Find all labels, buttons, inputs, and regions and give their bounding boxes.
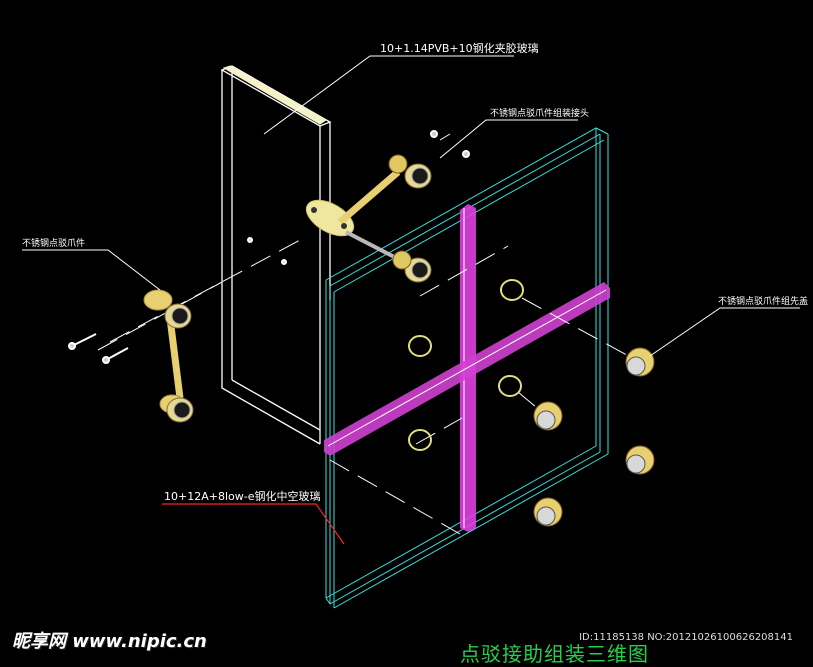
glass-ring	[408, 279, 524, 451]
mullion-cross	[324, 204, 610, 532]
watermark-id: ID:11185138 NO:20121026100626208141	[579, 632, 793, 643]
leader-spider-arm: 不锈钢点驳爪件	[22, 237, 161, 291]
leader-fitting-set: 不锈钢点驳爪件组先盖	[649, 295, 808, 357]
ring-fitting	[392, 250, 432, 283]
bolts	[68, 130, 470, 364]
cap-fitting	[625, 445, 655, 475]
cap-fitting	[533, 401, 563, 431]
leader-glass-single: 10+1.14PVB+10钢化夹胶玻璃	[263, 41, 539, 135]
label-fitting-joint: 不锈钢点驳爪件组装接头	[490, 107, 589, 119]
leader-glass-insulated: 10+12A+8low-e钢化中空玻璃	[162, 489, 345, 545]
cap-fitting	[625, 347, 655, 377]
label-glass-insulated: 10+12A+8low-e钢化中空玻璃	[164, 489, 320, 503]
watermark-logo: 昵享网 www.nipic.cn	[12, 627, 207, 653]
center-spider-fitting	[305, 169, 405, 264]
label-spider-arm: 不锈钢点驳爪件	[22, 237, 85, 249]
ring-fitting	[166, 397, 194, 423]
drawing-title: 点驳接助组装三维图	[460, 642, 649, 666]
label-glass-single: 10+1.14PVB+10钢化夹胶玻璃	[380, 41, 539, 55]
construction-lines	[97, 133, 637, 535]
ring-fitting	[388, 154, 432, 189]
leader-fitting-joint: 不锈钢点驳爪件组装接头	[439, 107, 589, 159]
cap-fitting	[533, 497, 563, 527]
fitting-rings	[164, 154, 655, 527]
laminated-glass-panel	[220, 65, 332, 445]
watermark-logo-text: 昵享网 www.nipic.cn	[12, 631, 207, 652]
ring-fitting	[164, 303, 192, 329]
label-fitting-set: 不锈钢点驳爪件组先盖	[718, 295, 808, 307]
